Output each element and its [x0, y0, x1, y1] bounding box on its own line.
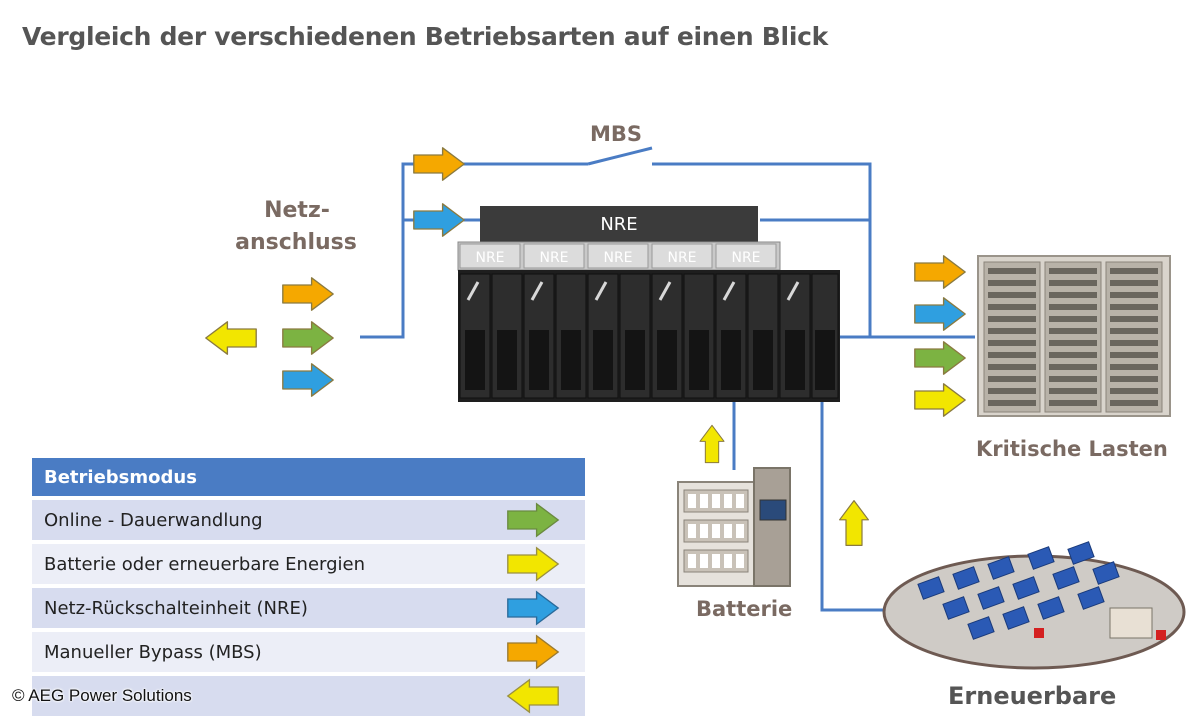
legend-row-mbs: Manueller Bypass (MBS): [32, 632, 585, 672]
legend-label: Manueller Bypass (MBS): [44, 641, 262, 663]
legend-label: Netz-Rückschalteinheit (NRE): [44, 597, 308, 619]
mbs-arrow: [413, 147, 465, 181]
load-nre-arrow: [914, 297, 966, 331]
legend-label: Batterie oder erneuerbare Energien: [44, 553, 366, 575]
grid-feedback-arrow: [205, 321, 257, 355]
legend-label: Online - Dauerwandlung: [44, 509, 263, 531]
solar-field: [882, 541, 1186, 670]
nre-module-label: NRE: [731, 250, 760, 266]
nre-module-label: NRE: [667, 250, 696, 266]
arrow-left-icon: [506, 678, 559, 714]
nre-module-label: NRE: [603, 250, 632, 266]
nre-main-unit: NRE: [480, 206, 758, 242]
renewable-up-arrow: [838, 499, 870, 547]
arrow-right-icon: [507, 634, 560, 670]
nre-arrow: [413, 203, 465, 237]
nre-module-label: NRE: [475, 250, 504, 266]
netzanschluss-label-1: Netz-: [264, 198, 330, 223]
battery-up-arrow: [699, 424, 725, 464]
legend-header: Betriebsmodus: [32, 458, 585, 496]
page-title: Vergleich der verschiedenen Betriebsarte…: [22, 22, 828, 51]
batterie-label: Batterie: [696, 597, 793, 621]
ups-cabinet: [458, 270, 840, 402]
load-mbs-arrow: [914, 255, 966, 289]
arrow-right-icon: [507, 546, 560, 582]
legend-row-feedback: [32, 676, 585, 716]
grid-online-arrow: [282, 321, 334, 355]
legend-row-battery: Batterie oder erneuerbare Energien: [32, 544, 585, 584]
netzanschluss-label-2: anschluss: [235, 230, 357, 255]
mbs-bypass-line: [360, 146, 975, 612]
load-battery-arrow: [914, 383, 966, 417]
legend-row-nre: Netz-Rückschalteinheit (NRE): [32, 588, 585, 628]
arrow-right-icon: [507, 590, 560, 626]
nre-module-label: NRE: [539, 250, 568, 266]
arrow-right-icon: [507, 502, 560, 538]
server-racks: [977, 255, 1171, 417]
legend-table: Betriebsmodus Online - Dauerwandlung Bat…: [32, 458, 585, 716]
grid-mbs-arrow: [282, 277, 334, 311]
kritische-lasten-label: Kritische Lasten: [976, 437, 1168, 461]
load-online-arrow: [914, 341, 966, 375]
nre-modules: NRE NRE NRE NRE NRE: [457, 241, 781, 271]
erneuerbare-label: Erneuerbare: [948, 682, 1117, 710]
copyright-watermark: © AEG Power Solutions: [12, 686, 192, 705]
battery-cabinet: [677, 467, 791, 587]
legend-row-online: Online - Dauerwandlung: [32, 500, 585, 540]
mbs-label: MBS: [590, 122, 643, 146]
nre-main-label: NRE: [600, 214, 637, 235]
grid-nre-arrow: [282, 363, 334, 397]
